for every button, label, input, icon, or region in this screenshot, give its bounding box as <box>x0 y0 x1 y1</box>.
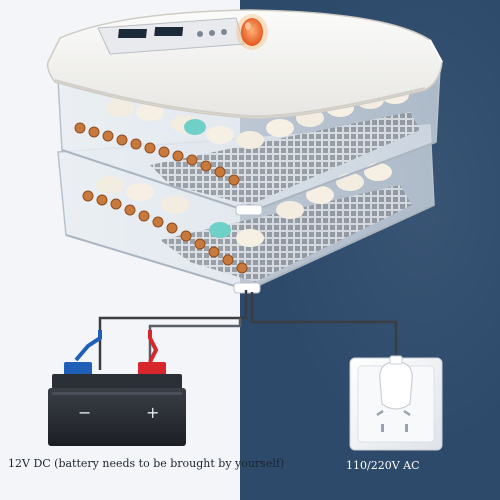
ac-cable <box>250 292 398 362</box>
control-button <box>197 31 203 37</box>
ac-power-caption: 110/220V AC <box>346 459 420 472</box>
upper-egg-tray-grid <box>150 112 420 205</box>
control-button <box>209 30 215 36</box>
battery-minus-terminal <box>64 362 92 376</box>
egg-candling-light-icon <box>236 14 268 50</box>
power-plug-icon <box>379 355 413 410</box>
battery-clamps <box>74 330 159 363</box>
dc-cable-red <box>148 318 242 370</box>
lower-rollers <box>82 190 248 274</box>
power-cables <box>98 290 398 370</box>
battery-icon: − + <box>48 362 186 446</box>
upper-rollers <box>74 122 240 186</box>
display-screen <box>154 27 184 36</box>
dc-cable <box>98 290 248 370</box>
incubator <box>46 9 443 294</box>
battery-plus-symbol: + <box>146 403 159 422</box>
battery-plus-terminal <box>138 362 166 376</box>
battery-minus-symbol: − <box>78 403 91 422</box>
display-screen <box>118 29 147 38</box>
incubator-lid <box>46 9 443 119</box>
dc-power-caption: 12V DC (battery needs to be brought by y… <box>8 457 285 470</box>
control-button <box>221 29 227 35</box>
upper-drawer-handle <box>235 204 263 216</box>
